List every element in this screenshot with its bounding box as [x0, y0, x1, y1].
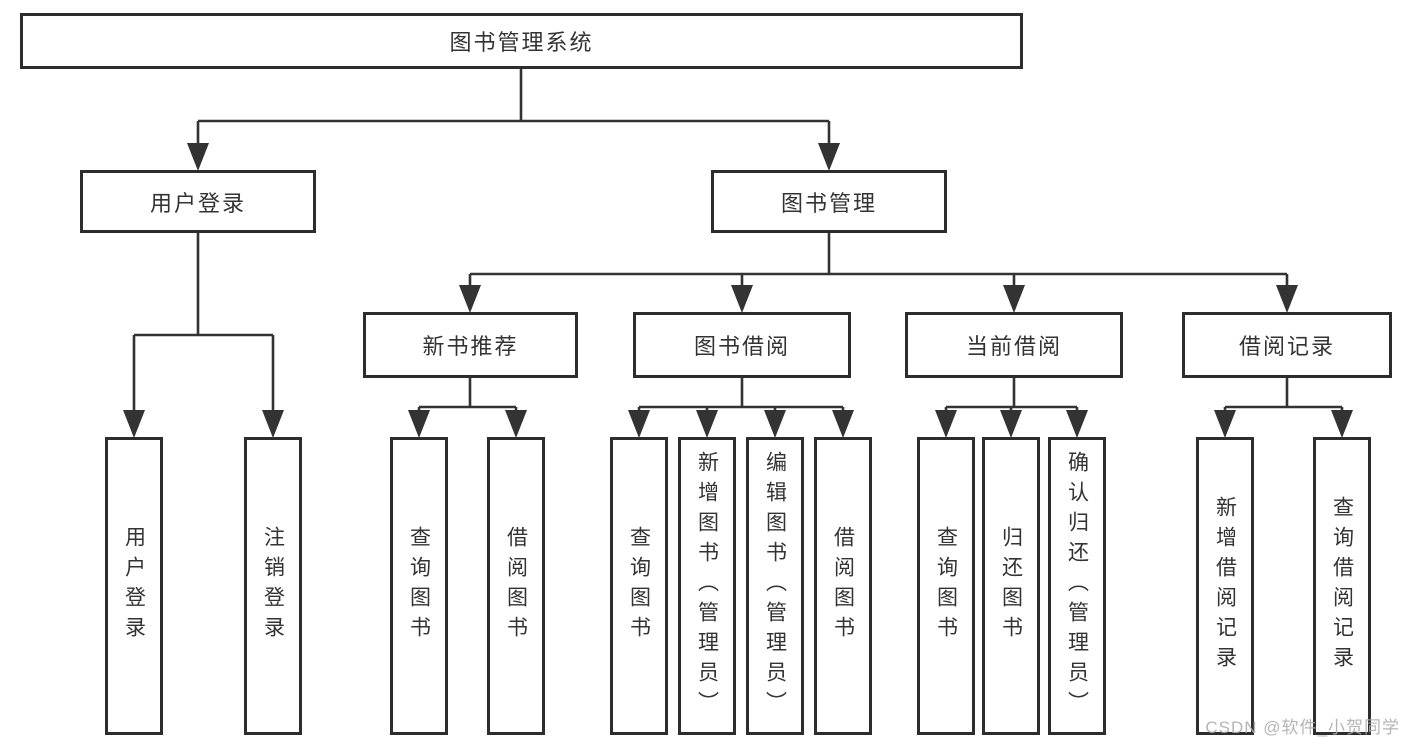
node-book-borrow: 图书借阅: [633, 312, 851, 378]
node-borrow-records-label: 借阅记录: [1238, 334, 1335, 359]
node-current-borrow: 当前借阅: [905, 312, 1123, 378]
node-leaf-query-borrow-record-label: 查询借阅记录: [1330, 496, 1354, 676]
node-leaf-add-borrow-record: 新增借阅记录: [1196, 437, 1254, 735]
node-leaf-query-book-recommend: 查询图书: [390, 437, 448, 735]
node-leaf-confirm-return-admin: 确认归还（管理员）: [1048, 437, 1106, 735]
node-leaf-return-book: 归还图书: [982, 437, 1040, 735]
node-leaf-query-book-current: 查询图书: [917, 437, 975, 735]
node-leaf-borrow-book-borrow: 借阅图书: [814, 437, 872, 735]
node-leaf-user-login-label: 用户登录: [122, 526, 146, 646]
node-book-management: 图书管理: [711, 170, 947, 233]
node-leaf-borrow-book-recommend-label: 借阅图书: [504, 526, 528, 646]
node-leaf-logout-login-label: 注销登录: [261, 526, 285, 646]
node-new-book-recommend-label: 新书推荐: [422, 334, 519, 359]
node-leaf-edit-book-admin: 编辑图书（管理员）: [746, 437, 804, 735]
node-leaf-edit-book-admin-label: 编辑图书（管理员）: [763, 451, 787, 721]
node-leaf-add-book-admin-label: 新增图书（管理员）: [695, 451, 719, 721]
node-current-borrow-label: 当前借阅: [965, 334, 1062, 359]
node-leaf-query-borrow-record: 查询借阅记录: [1313, 437, 1371, 735]
node-leaf-query-book-recommend-label: 查询图书: [407, 526, 431, 646]
csdn-watermark: CSDN @软件_小贺同学: [1205, 718, 1400, 737]
node-leaf-add-borrow-record-label: 新增借阅记录: [1213, 496, 1237, 676]
node-book-borrow-label: 图书借阅: [693, 334, 790, 359]
node-book-management-label: 图书管理: [780, 190, 877, 216]
node-leaf-query-book-current-label: 查询图书: [934, 526, 958, 646]
node-leaf-query-book-borrow-label: 查询图书: [627, 526, 651, 646]
node-leaf-user-login: 用户登录: [105, 437, 163, 735]
node-borrow-records: 借阅记录: [1182, 312, 1392, 378]
node-leaf-borrow-book-borrow-label: 借阅图书: [831, 526, 855, 646]
node-leaf-add-book-admin: 新增图书（管理员）: [678, 437, 736, 735]
node-leaf-confirm-return-admin-label: 确认归还（管理员）: [1065, 451, 1089, 721]
node-user-login-label: 用户登录: [149, 190, 246, 216]
node-root: 图书管理系统: [20, 13, 1023, 69]
node-user-login: 用户登录: [80, 170, 316, 233]
node-leaf-return-book-label: 归还图书: [999, 526, 1023, 646]
node-leaf-borrow-book-recommend: 借阅图书: [487, 437, 545, 735]
node-leaf-logout-login: 注销登录: [244, 437, 302, 735]
node-root-label: 图书管理系统: [449, 30, 594, 55]
node-new-book-recommend: 新书推荐: [363, 312, 578, 378]
node-leaf-query-book-borrow: 查询图书: [610, 437, 668, 735]
